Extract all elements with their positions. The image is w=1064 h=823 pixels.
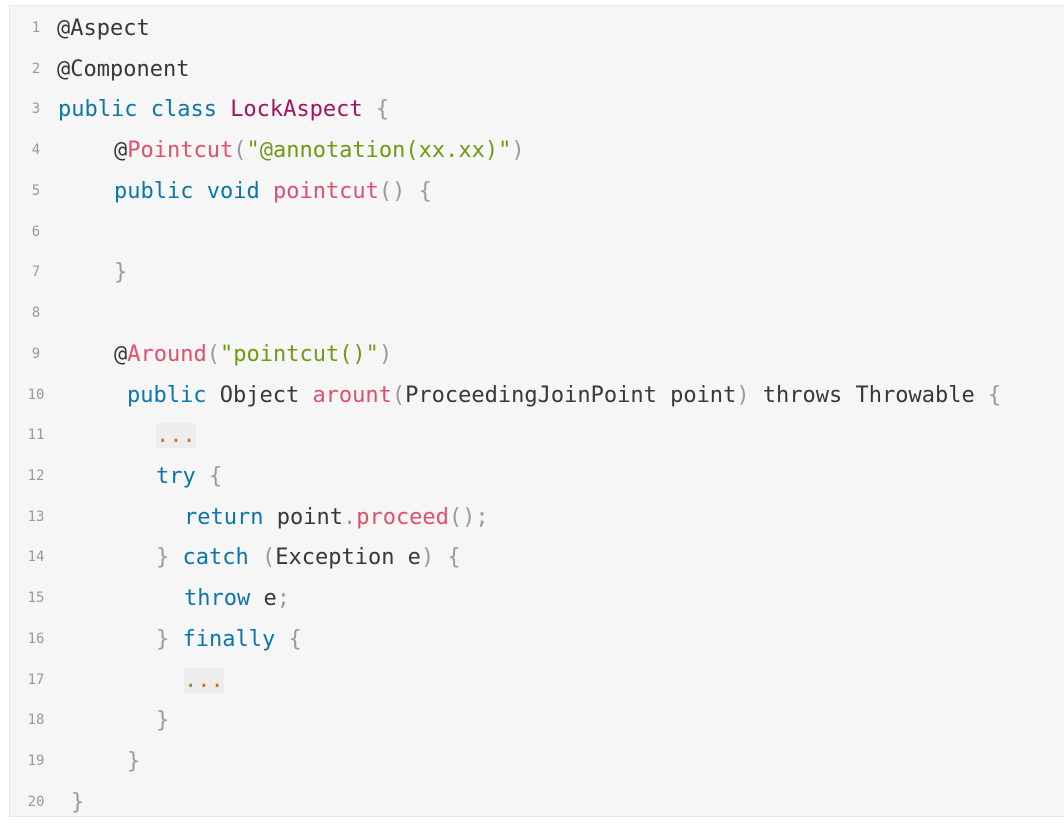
code-token: { (362, 97, 390, 122)
code-text: @Aspect (57, 8, 150, 49)
code-token: throws Throwable (749, 383, 988, 408)
line-number: 13 (27, 509, 45, 525)
code-text: } (127, 741, 140, 782)
code-token: ... (184, 668, 224, 693)
code-token: (); (448, 505, 489, 530)
code-token: ) (736, 383, 750, 408)
line-number: 9 (31, 346, 41, 362)
code-text: ... (156, 415, 196, 456)
code-token: ProceedingJoinPoint point (405, 383, 737, 408)
code-token: @ (114, 342, 128, 367)
code-text: public void pointcut() { (114, 171, 432, 212)
line-number: 5 (31, 183, 41, 199)
code-token: arount (312, 383, 392, 408)
code-text: public Object arount(ProceedingJoinPoint… (127, 375, 1001, 416)
code-token: . (342, 505, 357, 530)
code-token: Around (127, 342, 207, 367)
code-text: } (156, 700, 169, 741)
code-token: try (156, 464, 209, 489)
code-text: } finally { (156, 619, 302, 660)
code-token: "@annotation(xx.xx)" (246, 138, 512, 163)
line-number: 8 (31, 305, 41, 321)
code-text: return point.proceed(); (184, 497, 489, 538)
code-token: } (156, 627, 183, 652)
code-token: catch (182, 545, 262, 570)
code-text: throw e; (184, 578, 290, 619)
code-token: public (127, 383, 220, 408)
code-token: LockAspect (230, 97, 363, 122)
line-number: 20 (27, 794, 45, 810)
code-text: @Component (57, 49, 189, 90)
code-token: } (71, 790, 85, 815)
code-token: ( (261, 545, 276, 570)
code-token: } (156, 545, 183, 570)
line-number: 17 (27, 672, 45, 688)
line-number: 15 (27, 590, 45, 606)
line-number: 2 (31, 61, 41, 77)
line-number: 6 (31, 224, 41, 240)
code-token: ; (276, 586, 290, 611)
code-token: ) (378, 342, 393, 367)
code-token: proceed (356, 505, 449, 530)
code-token: { (288, 627, 302, 652)
line-number: 11 (27, 427, 45, 443)
code-text: } (71, 782, 84, 823)
code-text: ... (184, 660, 224, 701)
line-number: 18 (27, 712, 45, 728)
code-text: public class LockAspect { (58, 89, 389, 130)
code-token: finally (182, 627, 289, 652)
code-token: } (156, 708, 170, 733)
code-text: try { (156, 456, 222, 497)
line-number: 12 (27, 468, 45, 484)
line-number: 7 (31, 264, 41, 280)
code-token: ... (156, 423, 196, 448)
code-token: } (127, 749, 141, 774)
code-token: pointcut (272, 179, 379, 204)
line-number: 14 (27, 549, 45, 565)
line-number: 16 (27, 631, 45, 647)
code-text: } catch (Exception e) { (156, 537, 461, 578)
code-token: @Aspect (57, 16, 150, 41)
code-text: } (114, 252, 127, 293)
code-token: () { (378, 179, 432, 204)
code-token: Exception e (275, 545, 421, 570)
code-token: Object (219, 383, 313, 408)
code-token: ( (206, 342, 220, 367)
code-token: "pointcut()" (219, 342, 379, 367)
code-token: ) { (420, 545, 461, 570)
line-number: 10 (27, 387, 45, 403)
code-token: { (208, 464, 223, 489)
code-token: return (184, 505, 277, 530)
code-text: @Around("pointcut()") (114, 334, 392, 375)
code-token: throw (184, 586, 264, 611)
code-token: ( (233, 138, 247, 163)
code-token: } (114, 260, 128, 285)
code-text: @Pointcut("@annotation(xx.xx)") (114, 130, 525, 171)
code-token: point (276, 505, 343, 530)
line-number: 4 (31, 142, 41, 158)
code-token: { (987, 383, 1002, 408)
line-number: 19 (27, 753, 45, 769)
code-token: Pointcut (127, 138, 234, 163)
code-token: @Component (57, 57, 190, 82)
code-token: public class (58, 97, 231, 122)
code-token: ( (391, 383, 406, 408)
code-token: e (263, 586, 277, 611)
code-token: @ (114, 138, 128, 163)
code-token: ) (511, 138, 525, 163)
line-number: 3 (31, 101, 41, 117)
code-block: 1 @Aspect 2 @Component 3 public class LockAsp… (9, 5, 1064, 817)
code-token: public void (114, 179, 273, 204)
line-number: 1 (31, 20, 41, 36)
